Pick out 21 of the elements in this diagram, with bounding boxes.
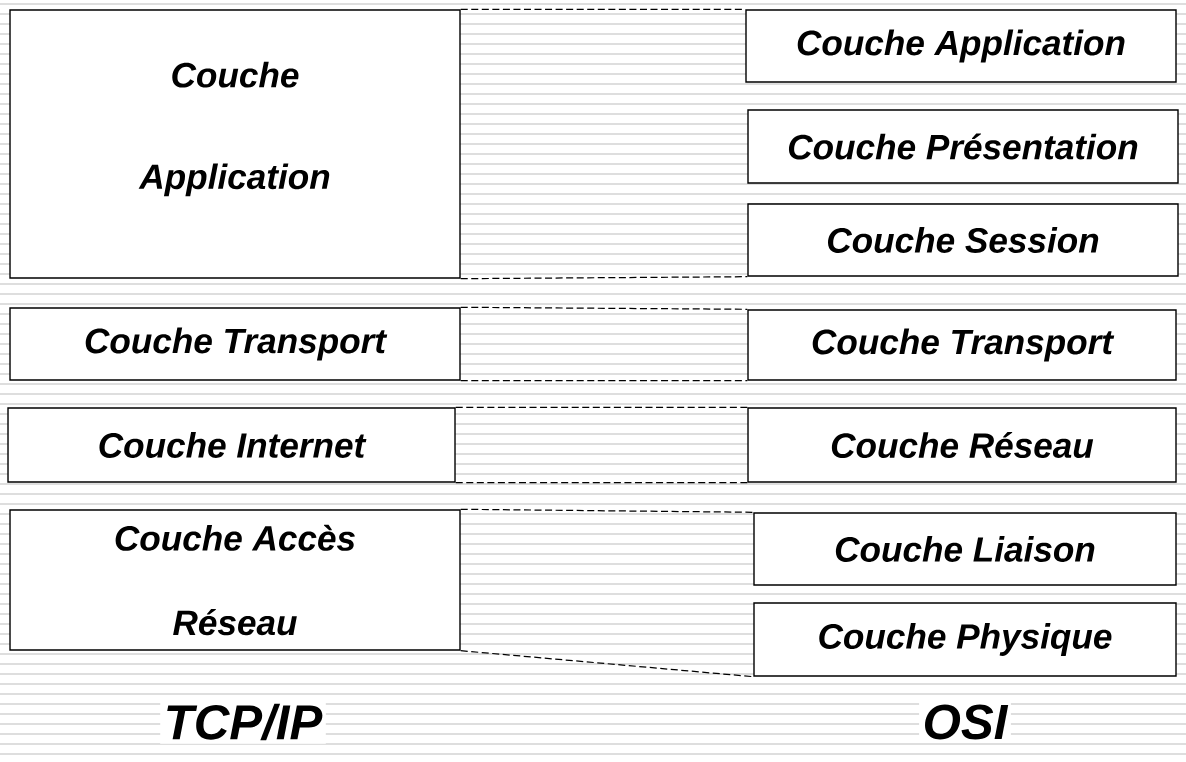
layer-box: Couche Session	[747, 203, 1179, 277]
dashed-connector	[455, 406, 748, 408]
layer-box: Couche Physique	[753, 602, 1177, 677]
layer-box: Couche Présentation	[747, 109, 1179, 184]
layer-box: Couche Accès Réseau	[9, 509, 461, 651]
layer-box: Couche Transport	[9, 307, 461, 381]
dashed-connector	[460, 380, 748, 382]
layer-box: Couche Application	[9, 9, 461, 279]
dashed-connector	[460, 276, 748, 280]
dashed-connector	[460, 508, 754, 513]
dashed-connector	[455, 482, 748, 484]
layer-box: Couche Réseau	[747, 407, 1177, 483]
dashed-connector	[460, 8, 746, 10]
dashed-connector	[460, 306, 748, 310]
layer-box: Couche Application	[745, 9, 1177, 83]
dashed-connector	[460, 650, 754, 678]
layer-box: Couche Transport	[747, 309, 1177, 381]
layer-box: Couche Internet	[7, 407, 456, 483]
stack-caption: OSI	[919, 701, 1011, 743]
layer-box: Couche Liaison	[753, 512, 1177, 586]
stack-caption: TCP/IP	[160, 700, 326, 744]
